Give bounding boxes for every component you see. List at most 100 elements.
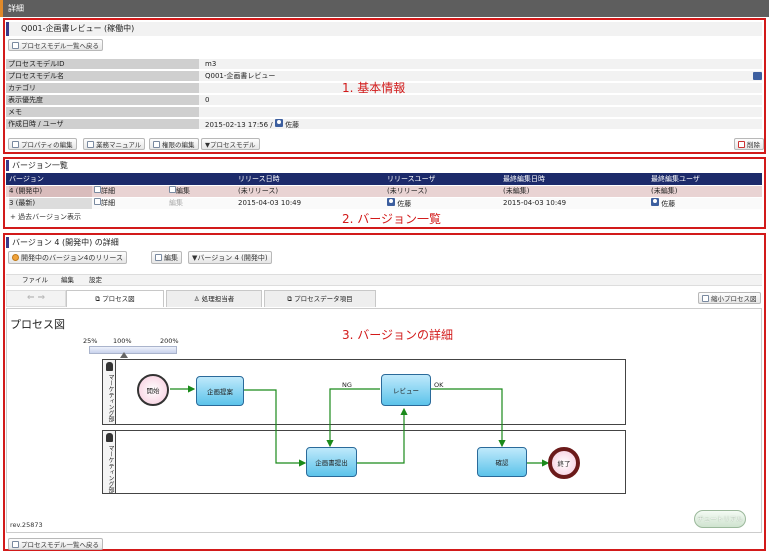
tab-process-diagram[interactable]: ⧉ プロセス図 bbox=[66, 290, 164, 307]
annotation-version-list: 2. バージョン一覧 bbox=[342, 212, 442, 226]
zoom-slider-handle[interactable] bbox=[120, 352, 128, 358]
edit-version-detail-label: 編集 bbox=[164, 253, 178, 262]
back-to-list-label: プロセスモデル一覧へ戻る bbox=[21, 541, 99, 549]
menu-edit[interactable]: 編集 bbox=[61, 276, 74, 284]
edit-label: 編集 bbox=[176, 187, 190, 195]
back-to-list-label: プロセスモデル一覧へ戻る bbox=[21, 42, 99, 50]
start-node[interactable]: 開始 bbox=[137, 374, 169, 406]
pencil-icon bbox=[169, 186, 176, 193]
edit-user-cell: (未編集) bbox=[651, 187, 678, 195]
tab-process-data[interactable]: ⧉ プロセスデータ項目 bbox=[264, 290, 376, 307]
field-row: メモ bbox=[6, 107, 762, 117]
tutorial-label: チュートリアル bbox=[697, 515, 743, 523]
model-heading: Q001-企画書レビュー (稼働中) bbox=[6, 22, 762, 36]
menu-settings[interactable]: 設定 bbox=[89, 276, 102, 284]
menu-file[interactable]: ファイル bbox=[22, 276, 48, 284]
process-model-menu-button[interactable]: ▼プロセスモデル bbox=[201, 138, 260, 150]
memo-icon[interactable] bbox=[753, 72, 762, 80]
field-label: プロセスモデルID bbox=[6, 59, 199, 69]
end-node[interactable]: 終了 bbox=[548, 447, 580, 479]
version-select-label: ▼バージョン 4 (開発中) bbox=[192, 253, 268, 262]
zoom-slider[interactable] bbox=[89, 346, 177, 354]
person-icon: ♙ bbox=[193, 295, 200, 303]
detail-label: 詳細 bbox=[101, 199, 115, 207]
version-select[interactable]: ▼バージョン 4 (開発中) bbox=[188, 251, 272, 264]
task-node-review[interactable]: レビュー bbox=[381, 374, 431, 406]
col-edit-date: 最終編集日時 bbox=[503, 175, 545, 183]
past-versions-link[interactable]: + 過去バージョン表示 bbox=[10, 212, 81, 222]
field-value: m3 bbox=[199, 59, 762, 69]
diagram-title-text: プロセス図 bbox=[10, 318, 65, 331]
redo-icon[interactable]: ⇒ bbox=[37, 293, 45, 303]
version-row[interactable]: 4 (開発中) 詳細 編集 (未リリース) (未リリース) (未編集) (未編集… bbox=[6, 186, 762, 197]
shrink-diagram-button[interactable]: 縮小プロセス図 bbox=[698, 292, 761, 304]
undo-icon[interactable]: ⇐ bbox=[27, 293, 35, 303]
basic-info-section bbox=[3, 18, 766, 154]
manual-label: 業務マニュアル bbox=[96, 141, 142, 149]
revision-label: rev.25873 bbox=[10, 521, 43, 529]
window-title: 詳細 bbox=[8, 4, 24, 13]
user-icon bbox=[651, 198, 659, 206]
edit-property-label: プロパティの編集 bbox=[21, 141, 73, 149]
task-node-confirm[interactable]: 確認 bbox=[477, 447, 527, 477]
col-release-date: リリース日時 bbox=[238, 175, 280, 183]
version-list-title: バージョン一覧 bbox=[6, 160, 68, 171]
document-icon bbox=[12, 140, 19, 148]
delete-button[interactable]: 削除 bbox=[734, 138, 764, 150]
release-version-label: 開発中のバージョン4のリリース bbox=[21, 253, 123, 262]
created-user: 佐藤 bbox=[285, 121, 300, 129]
detail-icon bbox=[94, 186, 101, 193]
back-to-list-button-top[interactable]: プロセスモデル一覧へ戻る bbox=[8, 39, 103, 51]
edit-auth-button[interactable]: 権限の編集 bbox=[149, 138, 199, 150]
edit-version-detail-button[interactable]: 編集 bbox=[151, 251, 182, 264]
field-label: 表示優先度 bbox=[6, 95, 199, 105]
manual-icon bbox=[87, 140, 94, 148]
field-row: 作成日時 / ユーザ 2015-02-13 17:56 / 佐藤 bbox=[6, 119, 762, 129]
release-version-button[interactable]: 開発中のバージョン4のリリース bbox=[8, 251, 127, 264]
trash-icon bbox=[738, 140, 745, 148]
created-date: 2015-02-13 17:56 / bbox=[205, 121, 273, 129]
tab-assignees[interactable]: ♙ 処理担当者 bbox=[166, 290, 262, 307]
field-label: プロセスモデル名 bbox=[6, 71, 199, 81]
edit-property-button[interactable]: プロパティの編集 bbox=[8, 138, 77, 150]
version-detail-section bbox=[3, 233, 766, 551]
release-user-name: 佐藤 bbox=[397, 200, 412, 208]
end-node-label: 終了 bbox=[557, 460, 571, 468]
version-detail-title-text: バージョン 4 (開発中) の詳細 bbox=[12, 238, 119, 247]
field-label: カテゴリ bbox=[6, 83, 199, 93]
window-titlebar: 詳細 bbox=[0, 0, 769, 17]
back-icon bbox=[12, 41, 19, 49]
edit-label: 編集 bbox=[169, 199, 183, 207]
back-to-list-button-bottom[interactable]: プロセスモデル一覧へ戻る bbox=[8, 538, 103, 550]
edit-user-cell: 佐藤 bbox=[651, 198, 675, 210]
task-node-plan[interactable]: 企画提案 bbox=[196, 376, 244, 406]
version-list-section bbox=[3, 157, 766, 229]
detail-label: 詳細 bbox=[101, 187, 115, 195]
annotation-version-detail: 3. バージョンの詳細 bbox=[342, 328, 454, 342]
field-value bbox=[199, 107, 762, 117]
col-edit-user: 最終編集ユーザ bbox=[651, 175, 700, 183]
swimlane-label: マーケティング部 bbox=[107, 445, 114, 493]
detail-button[interactable]: 詳細 bbox=[94, 198, 115, 209]
tab-assignees-label: 処理担当者 bbox=[201, 295, 235, 303]
edit-user-name: 佐藤 bbox=[661, 200, 676, 208]
task-node-create[interactable]: 企画書提出 bbox=[306, 447, 357, 477]
version-row[interactable]: 3 (最新) 詳細 編集 2015-04-03 10:49 佐藤 2015-04… bbox=[6, 198, 762, 209]
swimlane: マーケティング部 bbox=[102, 359, 626, 425]
manual-button[interactable]: 業務マニュアル bbox=[83, 138, 146, 150]
field-value: Q001-企画書レビュー bbox=[199, 71, 762, 81]
release-user-cell: (未リリース) bbox=[387, 187, 428, 195]
field-value bbox=[199, 83, 762, 93]
edit-version-button[interactable]: 編集 bbox=[169, 186, 190, 197]
field-label: 作成日時 / ユーザ bbox=[6, 119, 199, 129]
zoom-label-100: 100% bbox=[113, 337, 132, 345]
tutorial-button[interactable]: チュートリアル bbox=[694, 510, 746, 528]
version-table-header: バージョン リリース日時 リリースユーザ 最終編集日時 最終編集ユーザ bbox=[6, 173, 762, 185]
edge-label-ok: OK bbox=[434, 381, 444, 389]
tab-process-data-label: プロセスデータ項目 bbox=[294, 295, 353, 303]
detail-button[interactable]: 詳細 bbox=[94, 186, 115, 197]
task-node-label: 企画提案 bbox=[207, 388, 233, 396]
